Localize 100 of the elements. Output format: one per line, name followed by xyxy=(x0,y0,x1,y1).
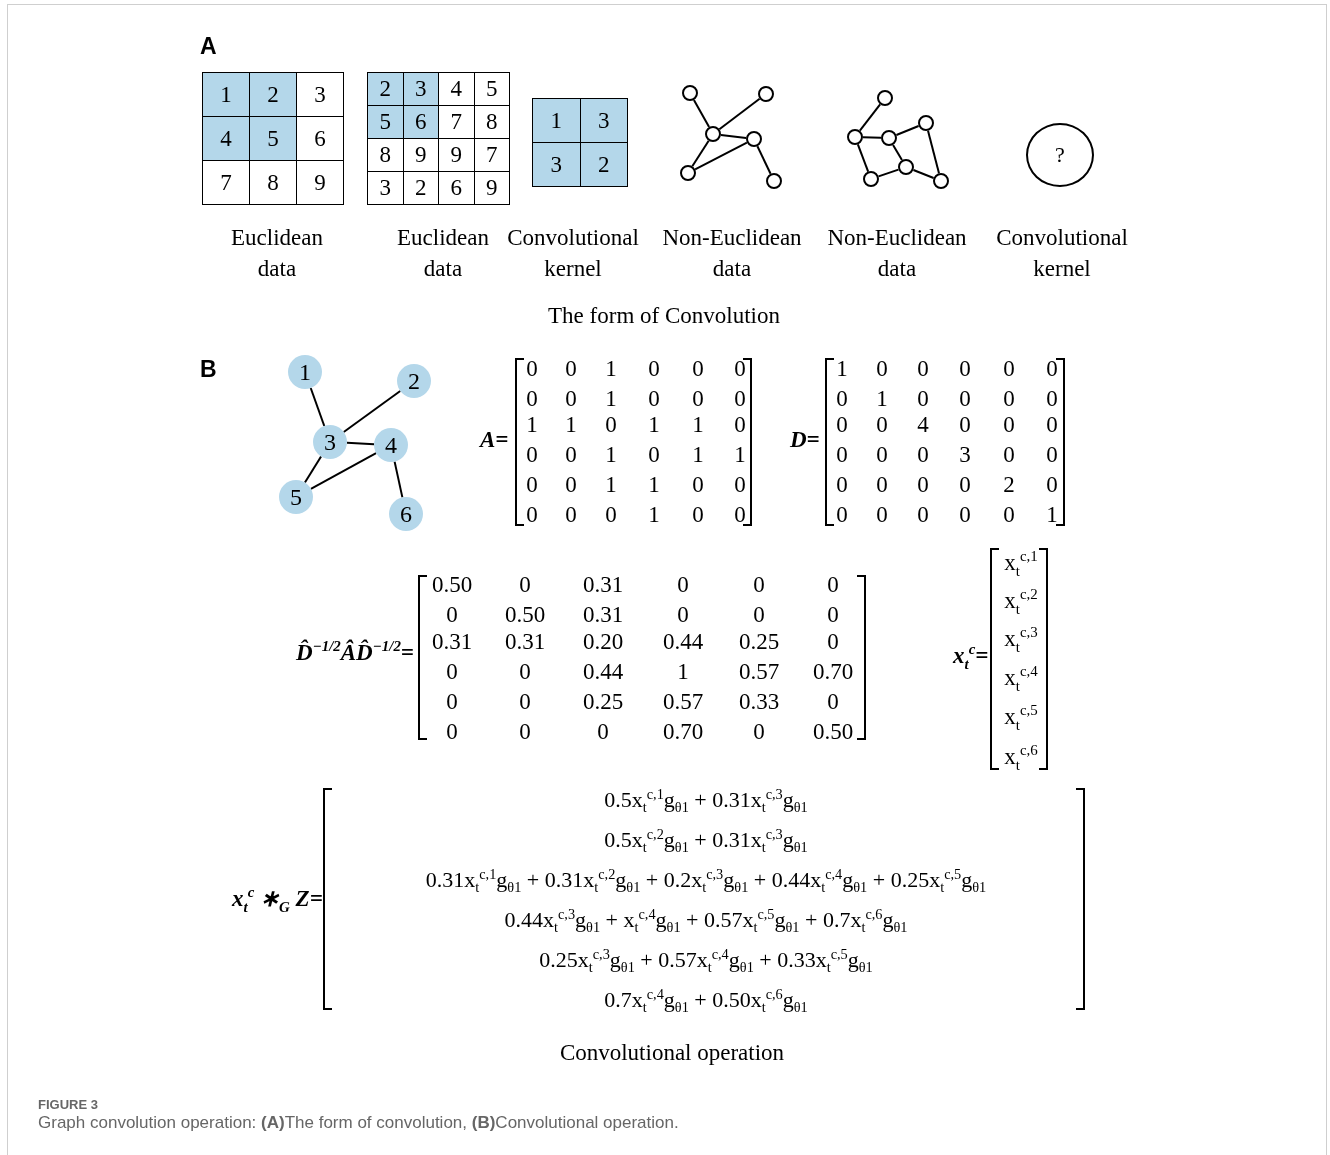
matrix-entry: 0.31 xyxy=(504,629,546,655)
matrix-entry: 0 xyxy=(1046,412,1058,438)
graph-node xyxy=(881,130,897,146)
matrix-entry: 0 xyxy=(1003,502,1015,528)
matrix-entry: 0 xyxy=(917,386,929,412)
matrix-entry: 1 xyxy=(565,412,577,438)
matrix-entry: 0 xyxy=(446,602,458,628)
table-cell: 2 xyxy=(367,72,404,106)
matrix-entry: 0 xyxy=(526,442,538,468)
equation-row: 0.44x$_{t}$$^{c,3}$g$_{θ1}$ + x$_{t}$$^{c,4}$g$_{θ1}$ + 0.57x$_{t}$$^{c,5}$g$_{θ1}$ + 0.7x$_{t}$$^{c,6}$g$_{θ1}$ xyxy=(504,907,908,933)
matrix-entry: 1 xyxy=(648,412,660,438)
graph-node xyxy=(766,173,782,189)
matrix-entry: 0 xyxy=(734,502,746,528)
graph-edge xyxy=(309,387,326,427)
matrix-entry: 0 xyxy=(836,412,848,438)
matrix-entry: 0 xyxy=(565,386,577,412)
table-cell: 3 xyxy=(579,98,628,143)
matrix-entry: 0 xyxy=(959,386,971,412)
matrix-entry: 0 xyxy=(753,602,765,628)
matrix-entry: 0 xyxy=(648,356,660,382)
matrix-entry: 0 xyxy=(1046,472,1058,498)
graph-edge xyxy=(694,141,748,171)
table-cell: 3 xyxy=(367,171,404,205)
matrix-entry: 0 xyxy=(677,602,689,628)
matrix-entry: 0 xyxy=(565,502,577,528)
graph-edge xyxy=(393,460,404,499)
graph-edge xyxy=(303,455,323,484)
matrix-entry: 0 xyxy=(1003,412,1015,438)
graph-edge xyxy=(892,143,903,162)
matrix-entry: 0 xyxy=(519,659,531,685)
matrix-entry: 1 xyxy=(605,356,617,382)
graph-node xyxy=(933,173,949,189)
matrix-entry: 1 xyxy=(876,386,888,412)
matrix-entry: 0.50 xyxy=(504,602,546,628)
node-label: ? xyxy=(1055,142,1065,168)
matrix-entry: 0 xyxy=(605,412,617,438)
panel-caption: Convolutional operation xyxy=(559,1039,785,1067)
matrix-entry: 0 xyxy=(836,442,848,468)
graph-edge xyxy=(309,452,378,490)
graph-edge xyxy=(691,139,710,168)
matrix-entry: 0 xyxy=(836,472,848,498)
graph-node xyxy=(397,364,431,398)
matrix-entry: 0 xyxy=(734,356,746,382)
matrix-entry: 0 xyxy=(917,502,929,528)
equation-row: 0.31x$_{t}$$^{c,1}$g$_{θ1}$ + 0.31x$_{t}$$^{c,2}$g$_{θ1}$ + 0.2x$_{t}$$^{c,3}$g$_{θ1}$ + 0.44x$_{t}$$^{c,4}$g$_{θ1}$ + 0.25x$_{t}$$^{c,5}$g$_{θ1}$ xyxy=(425,867,987,893)
matrix-entry: 0.20 xyxy=(582,629,624,655)
matrix-entry: 0 xyxy=(734,472,746,498)
equation-label: D= xyxy=(790,427,820,453)
matrix-entry: 0.57 xyxy=(738,659,780,685)
matrix-entry: 0.70 xyxy=(662,719,704,745)
equation-label: A= xyxy=(480,427,509,453)
matrix-entry: 1 xyxy=(648,472,660,498)
matrix-entry: 0 xyxy=(959,502,971,528)
graph-node xyxy=(682,85,698,101)
table-cell: 5 xyxy=(473,72,510,106)
graph-edge xyxy=(858,103,882,132)
table-cell: 5 xyxy=(249,116,297,161)
matrix-entry: 0 xyxy=(648,386,660,412)
matrix-entry: 0 xyxy=(827,572,839,598)
matrix-entry: 0 xyxy=(734,412,746,438)
image-caption: Non-Euclidean data xyxy=(826,224,968,283)
matrix-entry: 1 xyxy=(605,442,617,468)
graph-node xyxy=(279,480,313,514)
table-cell: 9 xyxy=(296,160,344,205)
matrix-entry: 0 xyxy=(526,502,538,528)
figure-number: FIGURE 3 xyxy=(38,1097,98,1112)
matrix-entry: 0 xyxy=(876,412,888,438)
matrix-entry: 0 xyxy=(836,502,848,528)
table-cell: 9 xyxy=(473,171,510,205)
matrix-entry: 0 xyxy=(519,719,531,745)
node-label: 6 xyxy=(400,500,412,528)
matrix-entry: 0 xyxy=(753,719,765,745)
matrix-entry: 0 xyxy=(446,719,458,745)
table-cell: 3 xyxy=(296,72,344,117)
matrix-entry: 0 xyxy=(446,659,458,685)
matrix-entry: 4 xyxy=(917,412,929,438)
table-cell: 2 xyxy=(249,72,297,117)
matrix-entry: 1 xyxy=(605,386,617,412)
graph-node xyxy=(705,126,721,142)
matrix-entry: 0 xyxy=(565,442,577,468)
matrix-entry: 0.31 xyxy=(582,572,624,598)
graph-edge xyxy=(877,168,900,178)
graph-node xyxy=(877,90,893,106)
table-cell: 5 xyxy=(367,105,404,139)
matrix-entry: 1 xyxy=(692,442,704,468)
matrix-entry: 0 xyxy=(565,356,577,382)
matrix-entry: 1 xyxy=(605,472,617,498)
matrix-entry: 0 xyxy=(917,442,929,468)
matrix-entry: 0.57 xyxy=(662,689,704,715)
matrix-entry: 0.44 xyxy=(582,659,624,685)
table-cell: 4 xyxy=(202,116,250,161)
matrix-entry: 0 xyxy=(519,689,531,715)
matrix-entry: 3 xyxy=(959,442,971,468)
matrix-entry: 0 xyxy=(959,356,971,382)
graph-edge xyxy=(692,99,711,128)
graph-edge xyxy=(718,97,761,131)
equation-row: 0.5x$_{t}$$^{c,2}$g$_{θ1}$ + 0.31x$_{t}$$^{c,3}$g$_{θ1}$ xyxy=(604,827,808,853)
matrix-entry: 1 xyxy=(1046,502,1058,528)
matrix-entry: 0 xyxy=(1003,386,1015,412)
matrix-entry: 0 xyxy=(692,356,704,382)
